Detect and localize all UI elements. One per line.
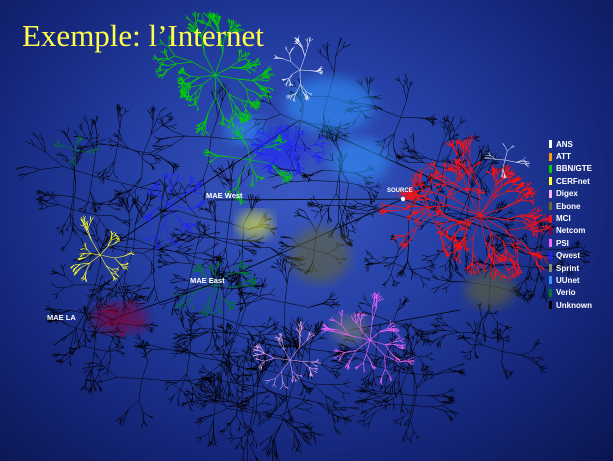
hub-label-mae-la: MAE LA (47, 313, 76, 322)
legend-label: Sprint (556, 263, 580, 273)
legend-label: Verio (556, 288, 576, 298)
legend-swatch (549, 301, 552, 310)
legend-item-unknown: Unknown (549, 299, 592, 311)
legend-item-bbn-gte: BBN/GTE (549, 163, 592, 175)
legend-item-qwest: Qwest (549, 250, 592, 262)
legend-label: UUnet (556, 275, 580, 285)
legend-label: ANS (556, 139, 573, 149)
legend-item-cerfnet: CERFnet (549, 175, 592, 187)
legend-swatch (549, 164, 552, 173)
legend-item-mci: MCI (549, 212, 592, 224)
legend-item-psi: PSI (549, 237, 592, 249)
legend-swatch (549, 264, 552, 273)
legend-item-verio: Verio (549, 287, 592, 299)
legend-item-ans: ANS (549, 138, 592, 150)
legend-item-ebone: Ebone (549, 200, 592, 212)
hub-label-mae-east: MAE East (190, 276, 225, 285)
legend-item-att: ATT (549, 150, 592, 162)
legend-swatch (549, 214, 552, 223)
legend-item-sprint: Sprint (549, 262, 592, 274)
legend-label: Digex (556, 189, 578, 199)
legend-swatch (549, 189, 552, 198)
legend-swatch (549, 251, 552, 260)
legend-label: MCI (556, 214, 571, 224)
legend-swatch (549, 202, 552, 211)
legend-item-netcom: Netcom (549, 225, 592, 237)
hub-label-source: SOURCE (387, 188, 413, 194)
legend-label: Qwest (556, 251, 581, 261)
hub-label-mae-west: MAE West (206, 191, 243, 200)
isp-trees (54, 11, 554, 390)
legend-swatch (549, 152, 552, 161)
legend-label: PSI (556, 238, 569, 248)
legend-label: Netcom (556, 226, 586, 236)
source-dot (400, 196, 406, 202)
legend-item-digex: Digex (549, 188, 592, 200)
isp-clusters (92, 77, 515, 344)
legend-swatch (549, 276, 552, 285)
legend-label: Ebone (556, 201, 581, 211)
legend-label: ATT (556, 152, 571, 162)
legend-swatch (549, 177, 552, 186)
legend-label: Unknown (556, 300, 592, 310)
legend-swatch (549, 226, 552, 235)
legend-swatch (549, 140, 552, 149)
legend-label: BBN/GTE (556, 164, 592, 174)
legend-swatch (549, 239, 552, 248)
legend-label: CERFnet (556, 176, 590, 186)
slide-title: Exemple: l’Internet (22, 18, 264, 53)
legend-item-uunet: UUnet (549, 274, 592, 286)
legend-swatch (549, 288, 552, 297)
